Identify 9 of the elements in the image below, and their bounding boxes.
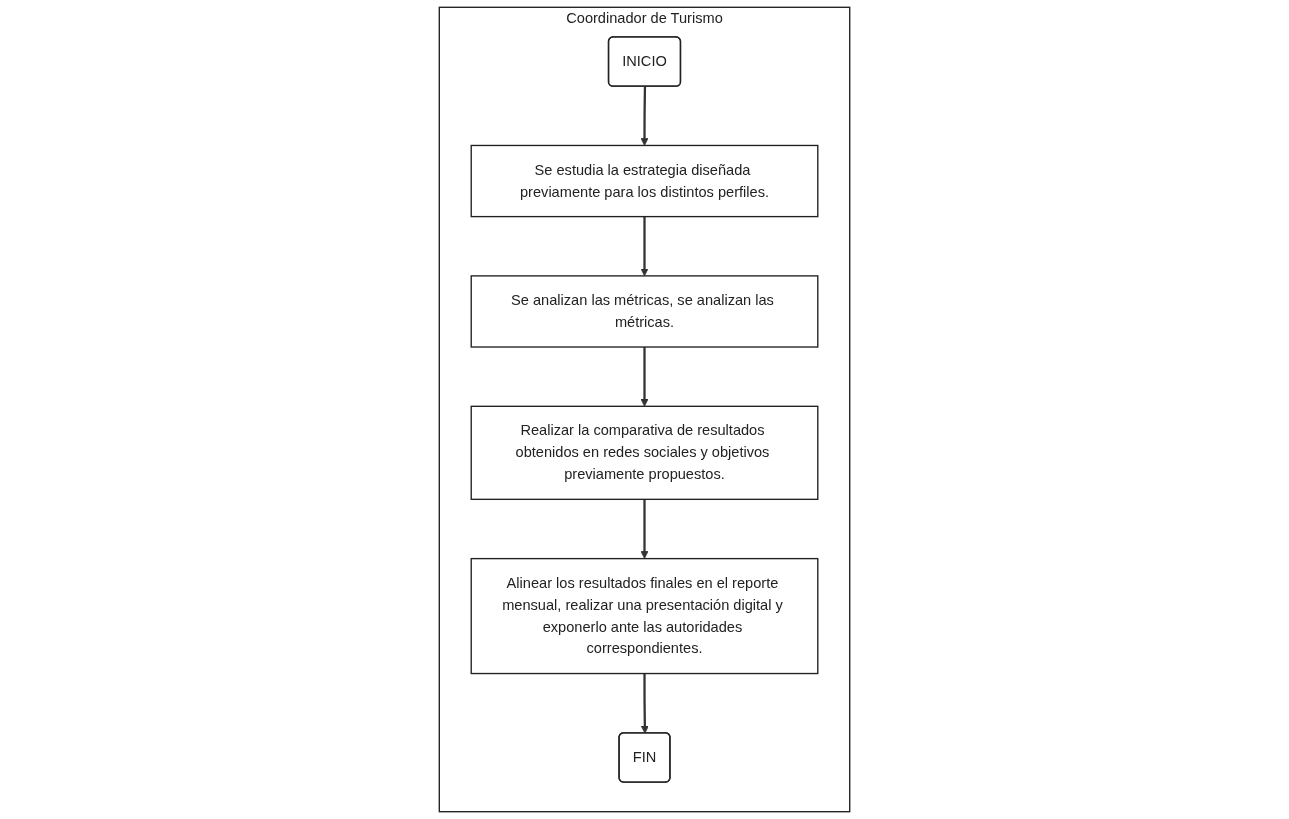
node-box: Se analizan las métricas, se analizan las métricas. [470,275,819,348]
arrow [640,673,649,734]
node-box: Alinear los resultados finales en el reporte mensual, realizar una presentación digital y exponerlo ante las autoridades correspondientes. [470,557,819,675]
node-box: Se estudia la estrategia diseñada previamente para los distintos perfiles. [470,144,819,218]
node-box: Realizar la comparativa de resultados obtenidos en redes sociales y objetivos previamente propuestos. [470,405,819,500]
arrow [640,499,649,559]
arrow [640,347,649,407]
arrow [640,216,649,277]
arrow [640,86,649,146]
